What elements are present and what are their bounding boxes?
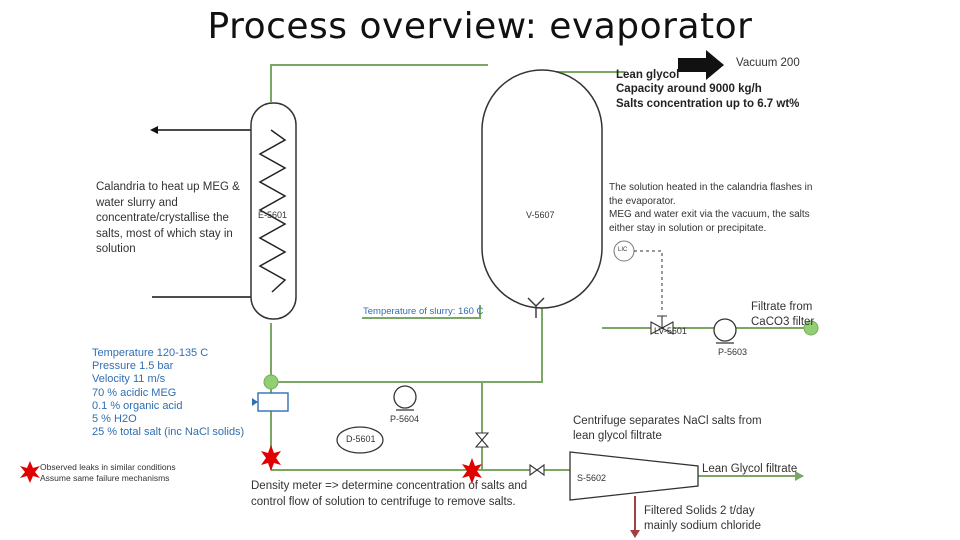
sample-point-node [263,374,279,390]
calandria-tag: E-5601 [258,210,288,220]
flow-element-icon [257,392,289,412]
flash-note: The solution heated in the calandria fla… [609,181,812,235]
leak-marker-legend-icon [20,461,40,483]
condition-line: Pressure 1.5 bar [92,360,174,373]
flash-note-line: MEG and water exit via the vacuum, the s… [609,209,810,220]
filtered-solids-line: Filtered Solids 2 t/day [644,505,755,517]
leak-note-line: Assume same failure mechanisms [40,473,170,484]
vacuum-label: Vacuum 200 [736,57,800,69]
heating-outlet-arrow-head [150,126,158,134]
condition-line: 25 % total salt (inc NaCl solids) [92,426,245,439]
pump-p5603-tag: P-5603 [718,347,748,357]
pump-p5603-icon [713,318,737,344]
calandria-note-line: Calandria to heat up MEG & [96,181,240,193]
lean-glycol-box: Lean glycol Capacity around 9000 kg/h Sa… [616,68,799,111]
flow-indicator-arrow [252,398,258,406]
leak-marker-icons [20,445,482,484]
lic-tag: LIC [618,247,628,253]
centrifuge-note: Centrifuge separates NaCl salts from lea… [573,414,762,444]
bottom-header-line [271,303,543,383]
calandria-note-line: salts, most of which stay in [96,227,233,240]
slurry-return-line [362,305,481,319]
salts-concentration-line: Salts concentration up to 6.7 wt% [616,97,800,110]
centrifuge-inlet-valve-icon [529,463,545,477]
pump-p5604-icon [393,385,417,411]
evaporator-tag: V-5607 [526,210,555,220]
leak-marker-calandria-icon [261,445,281,471]
leak-marker-header-icon [462,458,482,484]
vapour-line-from-calandria [270,64,488,102]
process-conditions: Temperature 120-135 C Pressure 1.5 bar V… [92,347,244,439]
condition-line: 5 % H2O [92,412,137,425]
flash-note-line: The solution heated in the calandria fla… [609,182,813,193]
lean-filtrate-arrow-head [795,471,804,481]
centrifuge-note-line: lean glycol filtrate [573,429,662,442]
filtrate-label-line: Filtrate from [751,301,813,313]
filtrate-inlet-node [803,320,819,336]
capacity-line: Capacity around 9000 kg/h [616,83,762,96]
condition-line: Velocity 11 m/s [92,373,166,386]
pump-p5604-tag: P-5604 [390,414,420,424]
filtrate-label-line: CaCO3 filter [751,315,815,328]
flash-note-line: either stay in solution or precipitate. [609,222,767,234]
flash-note-line: the evaporator. [609,195,676,207]
condition-line: 0.1 % organic acid [92,399,183,412]
lic-signal-line [634,250,663,312]
leak-note-line: Observed leaks in similar conditions [40,462,176,472]
leak-note: Observed leaks in similar conditions Ass… [40,462,176,484]
centrifuge-tag: S-5602 [577,473,607,483]
lean-filtrate-label: Lean Glycol filtrate [702,463,798,475]
density-meter-tag: D-5601 [346,434,376,444]
density-note-line: Density meter => determine concentration… [251,480,528,492]
calandria-note-line: concentrate/crystallise the [96,212,229,225]
calandria-note-line: solution [96,243,136,256]
centrifuge-vessel [569,451,699,501]
filtered-solids-line: mainly sodium chloride [644,519,761,532]
density-note-line: control flow of solution to centrifuge t… [251,495,516,508]
vacuum-arrow-icon [678,50,724,80]
level-valve-icon [650,315,674,335]
solids-arrow-head [630,530,640,538]
centrifuge-note-line: Centrifuge separates NaCl salts from [573,415,762,427]
filtrate-label: Filtrate from CaCO3 filter [751,300,814,330]
page-title: Process overview: evaporator [207,6,753,47]
evaporator-vessel [481,69,603,309]
density-meter-note: Density meter => determine concentration… [251,479,527,510]
level-valve-tag: LV-5601 [654,326,687,336]
calandria-note: Calandria to heat up MEG & water slurry … [96,180,240,258]
filtered-solids-label: Filtered Solids 2 t/day mainly sodium ch… [644,504,761,534]
slurry-temperature-label: Temperature of slurry: 160 C [363,306,484,317]
slurry-inlet-nozzle [527,297,545,318]
lean-glycol-line: Lean glycol [616,69,680,81]
loop-valve-icon [474,432,490,448]
heating-coil [258,129,287,293]
calandria-note-line: water slurry and [96,196,178,209]
density-meter-icon [336,426,384,454]
condition-line: Temperature 120-135 C [92,347,209,359]
condition-line: 70 % acidic MEG [92,386,177,399]
